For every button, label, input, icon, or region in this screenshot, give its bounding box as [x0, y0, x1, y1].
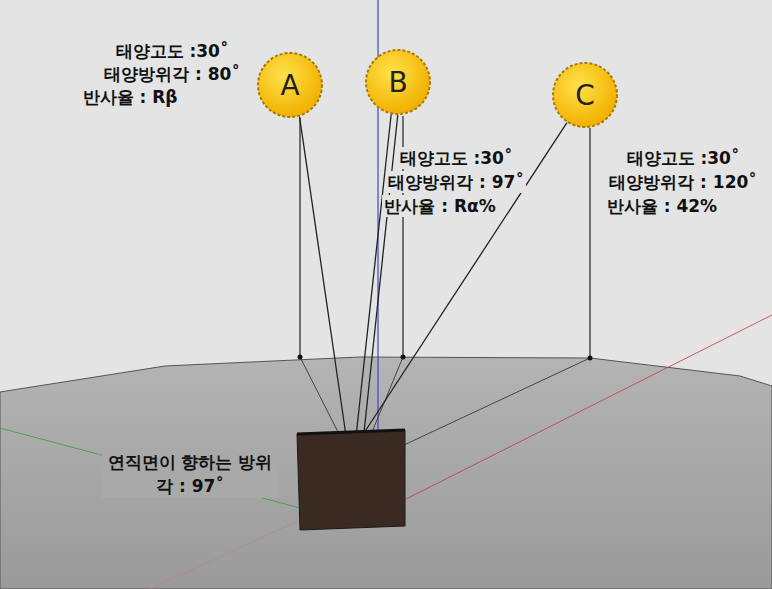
sun-letter: B	[365, 49, 431, 115]
sun-info-label: 반사율 : Rα%	[382, 195, 497, 217]
sun-ray	[300, 117, 346, 433]
sun-ray	[364, 123, 567, 433]
sun-circle: B	[365, 49, 431, 115]
sun-circle: C	[552, 62, 618, 128]
panel-heading: 연직면이 향하는 방위각 : 97˚	[102, 450, 278, 498]
red-axis-back	[150, 520, 300, 589]
sun-circle: A	[257, 52, 323, 118]
ground-plane	[0, 357, 772, 589]
sun-letter: C	[552, 62, 618, 128]
sun-info-label: 태양방위각 : 120˚	[607, 171, 759, 193]
sun-info-label: 태양방위각 : 80˚	[102, 63, 242, 85]
sun-letter: A	[257, 52, 323, 118]
ground-points	[298, 355, 593, 361]
sun-info-label: 태양고도 :30˚	[114, 40, 231, 62]
green-axis	[0, 428, 300, 508]
sun-drop-lines	[300, 116, 590, 358]
sun-info-label: 반사율 : 42%	[605, 195, 719, 217]
sun-info-label: 태양방위각 : 97˚	[386, 171, 526, 193]
red-axis	[404, 315, 772, 500]
panel-shape	[297, 430, 405, 530]
vertical-panel: 연직면이 향하는 방위각 : 97˚	[297, 430, 405, 530]
sun-ray	[356, 114, 391, 433]
sun-ray	[364, 115, 398, 433]
sun-info-label: 태양고도 :30˚	[625, 147, 742, 169]
sun-info-label: 반사율 : Rβ	[81, 86, 180, 108]
sun-info-label: 태양고도 :30˚	[398, 147, 515, 169]
